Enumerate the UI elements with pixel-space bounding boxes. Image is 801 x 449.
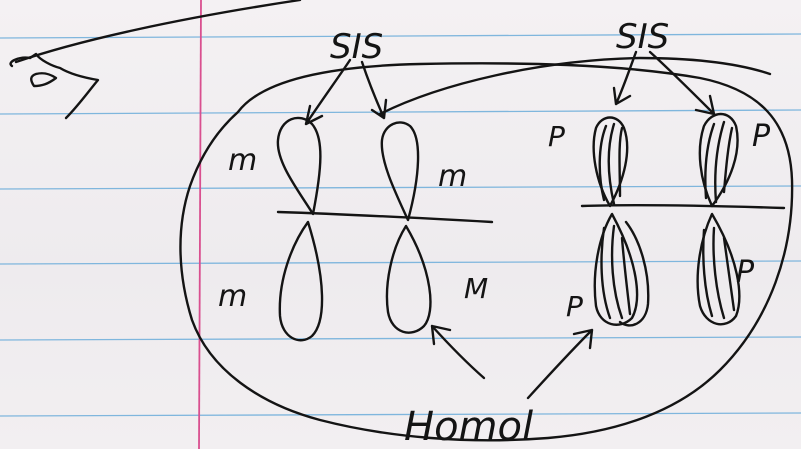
label-paternal-upper-left: P: [548, 120, 565, 153]
arrow-head-shape: [11, 54, 98, 118]
label-sis-left: SIS: [330, 27, 383, 67]
arrow-homolog-to-maternal: [432, 326, 484, 378]
label-homolog: Homol: [404, 404, 533, 449]
chromatid-m-upper-left: [278, 118, 321, 214]
label-maternal-lower-left: m: [218, 279, 247, 314]
label-paternal-lower-right: P: [736, 255, 755, 290]
label-maternal-upper-right: m: [438, 159, 467, 194]
arrow-sis-to-chromatid-2: [362, 62, 386, 118]
pen-stroke: [16, 0, 300, 62]
paternal-chromosome-right: [698, 114, 740, 324]
label-paternal-lower-left: P: [566, 290, 583, 323]
chromatid-m-upper-right: [382, 122, 418, 220]
arrow-homolog-to-paternal: [528, 330, 592, 398]
chromatid-m-lower-left: [280, 222, 322, 340]
chromatid-m-lower-right: [387, 226, 430, 333]
label-sis-right: SIS: [616, 17, 669, 57]
paternal-chromosome-left: [594, 118, 649, 326]
label-paternal-upper-right: P: [752, 119, 771, 154]
arrow-sis-to-chromatid-1: [306, 60, 350, 124]
label-maternal-lower-right: M: [464, 272, 488, 305]
metaphase-plate-line: [278, 212, 492, 222]
label-maternal-upper-left: m: [228, 143, 257, 178]
metaphase-plate-line: [582, 205, 784, 208]
